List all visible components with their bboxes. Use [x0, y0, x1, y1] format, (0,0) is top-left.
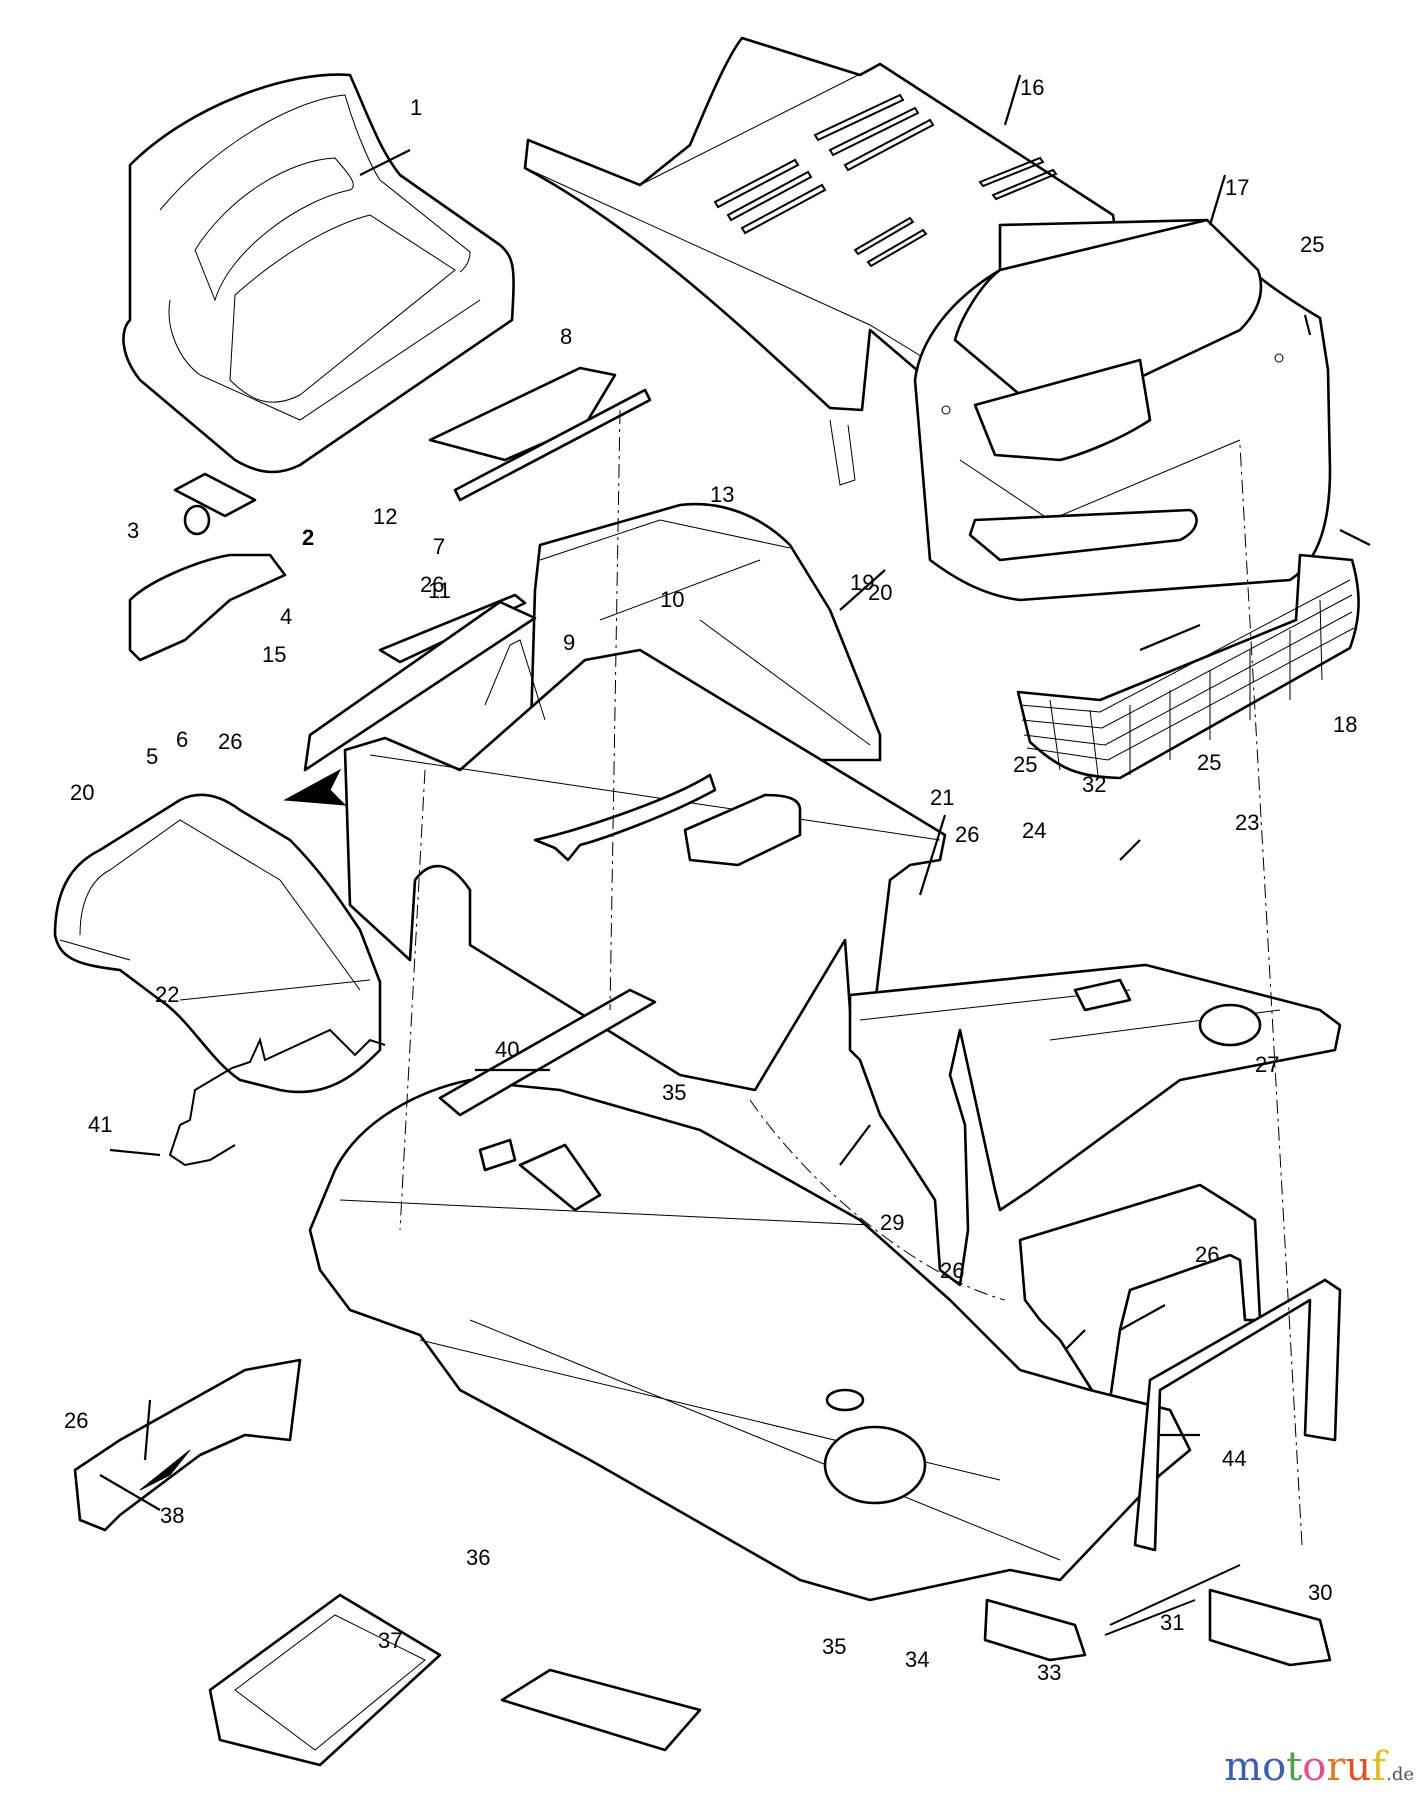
callout-36: 36	[466, 1545, 490, 1570]
part-rail	[438, 988, 657, 1117]
part-seat	[122, 73, 515, 474]
callout-4: 4	[280, 604, 292, 629]
callout-3: 3	[127, 518, 139, 543]
callout-21: 21	[930, 785, 954, 810]
callout-25-top: 25	[1300, 232, 1324, 257]
callout-11: 11	[428, 578, 451, 603]
callout-13: 13	[710, 482, 734, 507]
part-dash-bracket	[1018, 1183, 1262, 1402]
callout-26-f: 26	[64, 1408, 88, 1433]
callout-9: 9	[563, 630, 575, 655]
callout-26-c: 26	[955, 822, 979, 847]
callout-24: 24	[1022, 818, 1046, 843]
watermark-logo: motoruf.de	[1224, 1744, 1414, 1790]
part-chassis	[308, 1078, 1192, 1602]
callout-31: 31	[1160, 1610, 1184, 1635]
callout-2: 2	[302, 525, 314, 550]
part-fender-left	[53, 793, 382, 1094]
part-pivot-hardware	[983, 1564, 1332, 1667]
part-foot-pad	[500, 1668, 702, 1752]
callout-16: 16	[1020, 75, 1044, 100]
part-tray	[208, 1593, 442, 1767]
callout-29: 29	[880, 1210, 904, 1235]
watermark-suffix: .de	[1386, 1764, 1414, 1785]
callout-6: 6	[176, 727, 188, 752]
callout-22: 22	[155, 982, 179, 1007]
part-grille	[1016, 553, 1360, 780]
watermark-letter: o	[1302, 1744, 1327, 1790]
callout-27: 27	[1255, 1052, 1279, 1077]
watermark-letter: o	[1262, 1744, 1287, 1790]
assembly-lines	[399, 409, 1303, 1546]
part-u-bracket	[1133, 1278, 1342, 1552]
watermark-letter: u	[1345, 1744, 1372, 1790]
callout-1: 1	[410, 95, 422, 120]
arrow-icon	[283, 768, 347, 806]
callout-26-a: 26	[420, 572, 444, 597]
callout-20-left: 20	[70, 780, 94, 805]
callout-37: 37	[378, 1628, 402, 1653]
callout-20-right: 20	[868, 580, 892, 605]
part-rear-frame	[343, 639, 947, 1092]
leader-lines	[99, 74, 1371, 1511]
callout-38: 38	[160, 1503, 184, 1528]
part-wire	[168, 1028, 386, 1167]
callout-12: 12	[373, 504, 397, 529]
callout-26-d: 26	[1195, 1242, 1219, 1267]
callout-33: 33	[1037, 1660, 1061, 1685]
callout-18: 18	[1333, 712, 1357, 737]
callout-26-e: 26	[940, 1258, 964, 1283]
callout-17: 17	[1225, 175, 1249, 200]
callout-41: 41	[88, 1112, 112, 1137]
callout-15: 15	[262, 642, 286, 667]
callout-44: 44	[1222, 1446, 1246, 1471]
callout-26-b: 26	[218, 729, 242, 754]
part-hood	[913, 218, 1332, 602]
part-seat-hardware	[128, 366, 652, 772]
callout-7: 7	[433, 534, 445, 559]
watermark-letter: t	[1286, 1744, 1303, 1790]
callout-25-mid-left: 25	[1013, 752, 1037, 777]
callout-35-a: 35	[662, 1080, 686, 1105]
callout-34: 34	[905, 1647, 929, 1672]
part-side-shield	[73, 1358, 302, 1532]
callout-19: 19	[850, 570, 874, 595]
callout-5: 5	[146, 744, 158, 769]
callout-23: 23	[1235, 810, 1259, 835]
callout-35-b: 35	[822, 1634, 846, 1659]
part-dash-panel	[848, 963, 1342, 1287]
callout-25-mid-right: 25	[1197, 750, 1221, 775]
callout-30: 30	[1308, 1580, 1332, 1605]
watermark-letter: r	[1326, 1744, 1346, 1790]
callout-8: 8	[560, 324, 572, 349]
watermark-letter: f	[1371, 1744, 1387, 1790]
callout-10: 10	[660, 587, 684, 612]
callout-40: 40	[495, 1037, 519, 1062]
callout-labels: 1 2 3 4 5 6 7 8 9 10 11 12 13 15 16 17 1…	[64, 75, 1357, 1685]
watermark-letter: m	[1224, 1744, 1263, 1790]
callout-32: 32	[1082, 772, 1106, 797]
